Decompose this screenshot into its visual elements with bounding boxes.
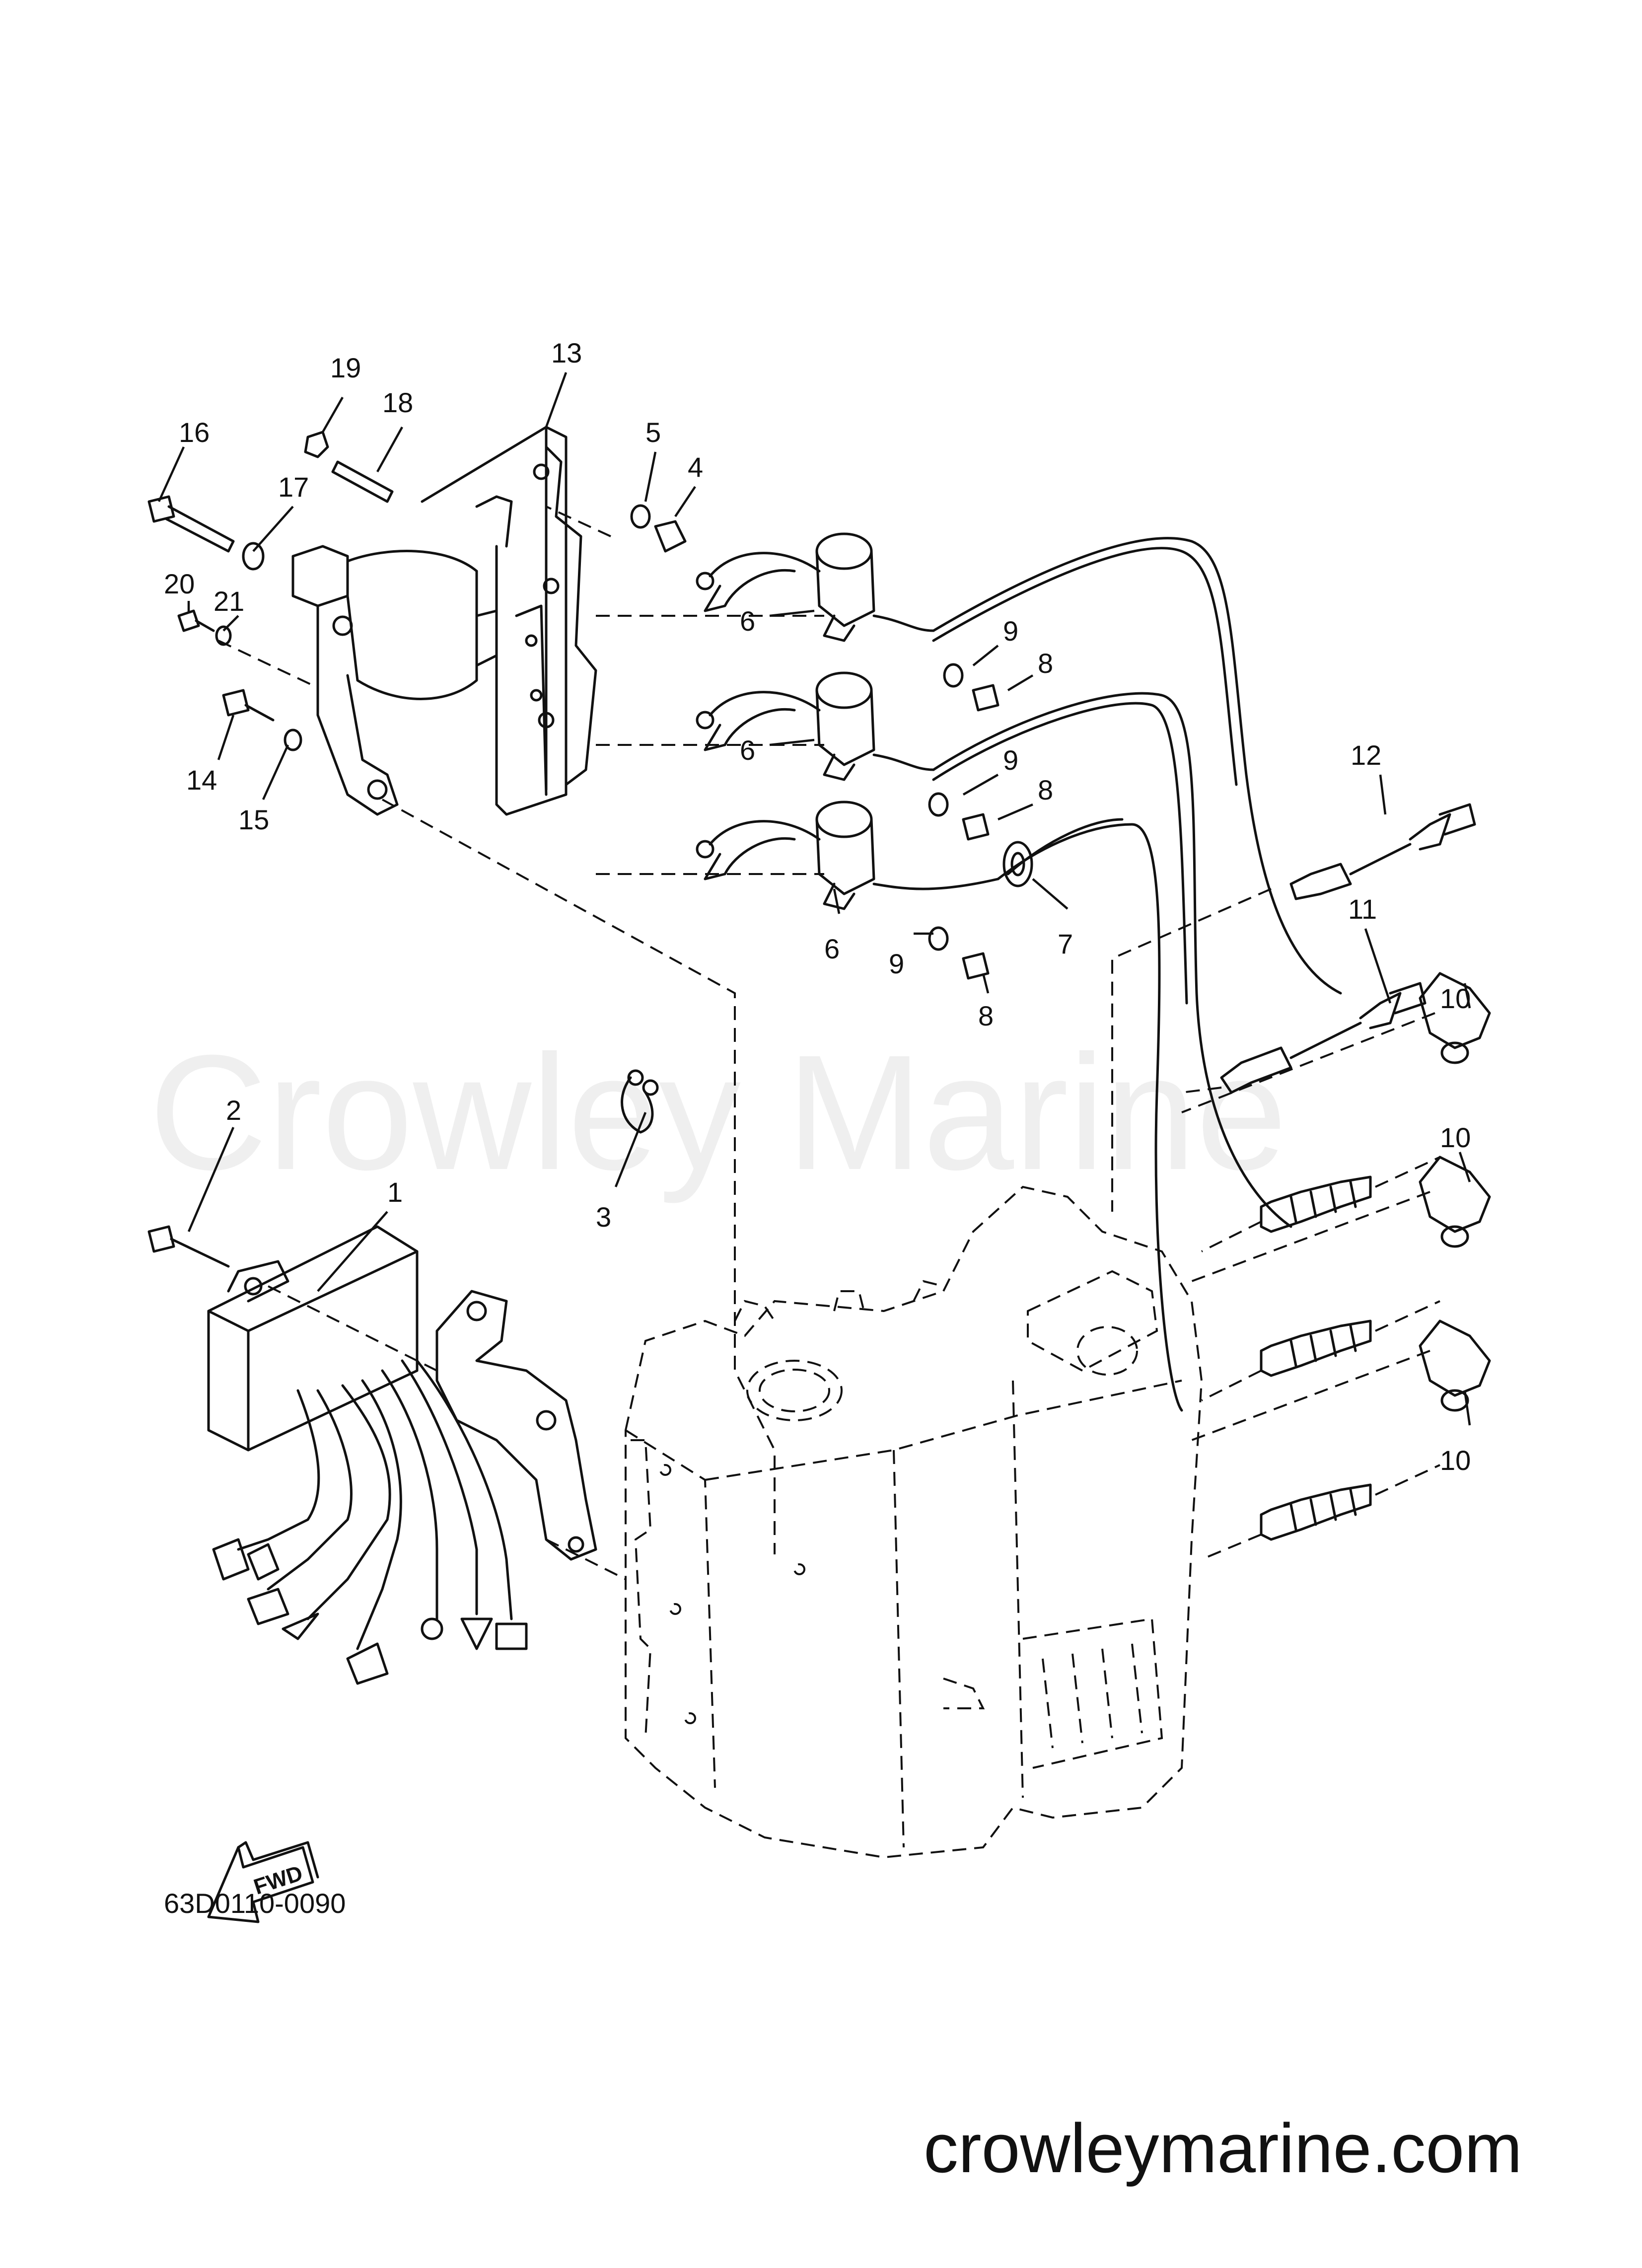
callout-9-lower: 9	[889, 948, 904, 979]
callout-10-lower: 10	[1440, 1445, 1471, 1476]
callout-17: 17	[278, 471, 309, 503]
fasteners	[147, 431, 999, 1268]
spark-plug-3	[1260, 1483, 1372, 1541]
callout-4: 4	[688, 451, 703, 483]
callout-5: 5	[645, 417, 661, 448]
callout-16: 16	[179, 417, 210, 448]
wiring-harness	[212, 1359, 528, 1685]
clip	[621, 1069, 659, 1134]
callout-8-upper: 8	[1038, 648, 1053, 679]
callout-6-lower: 6	[824, 933, 840, 964]
lead-assembly-12	[1289, 803, 1476, 900]
callout-21: 21	[214, 585, 244, 617]
callout-10-middle: 10	[1440, 1122, 1471, 1153]
callout-11: 11	[1348, 893, 1377, 925]
callout-10-upper: 10	[1440, 983, 1471, 1014]
callout-12: 12	[1351, 739, 1381, 771]
callout-13: 13	[551, 337, 582, 368]
callout-8-middle: 8	[1038, 774, 1053, 805]
high-tension-leads	[932, 537, 1342, 1412]
callout-9-upper: 9	[1003, 615, 1018, 647]
site-url: crowleymarine.com	[924, 2109, 1522, 2187]
callout-9-middle: 9	[1003, 744, 1018, 776]
callout-3: 3	[596, 1201, 611, 1233]
callout-14: 14	[186, 764, 217, 796]
plug-cap-2	[1419, 1156, 1491, 1248]
installation-lines	[218, 506, 1440, 1580]
watermark: Crowley Marine	[149, 1021, 1287, 1204]
ignition-coil-1	[696, 532, 935, 642]
engine-block	[625, 1185, 1203, 1859]
callout-18: 18	[382, 387, 413, 418]
diagram-code: 63D0110-0090	[164, 1888, 346, 1919]
callout-19: 19	[330, 352, 361, 383]
plug-cap-3	[1419, 1319, 1491, 1412]
plug-cap-1	[1419, 972, 1491, 1064]
ignition-control-unit	[207, 1225, 419, 1452]
part-callouts: 1 2 3 4 5 6 6 6 7 8 8 8 9 9 9 10 10 10 1…	[164, 337, 1471, 1476]
callout-20: 20	[164, 568, 195, 599]
callout-1: 1	[387, 1176, 403, 1208]
grommet	[1002, 841, 1033, 887]
mount-bracket	[291, 495, 513, 816]
callout-6-upper: 6	[740, 605, 755, 637]
leader-lines	[157, 372, 1471, 1426]
spark-plug-2	[1260, 1319, 1372, 1377]
lead-assembly-11	[1220, 982, 1427, 1094]
callout-8-lower: 8	[978, 1000, 994, 1031]
pulser-plate	[435, 1290, 597, 1561]
coil-bracket	[421, 426, 597, 816]
ignition-coil-3	[696, 801, 999, 910]
callout-2: 2	[226, 1095, 241, 1126]
spark-plug-1	[1260, 1175, 1372, 1233]
callout-6-middle: 6	[740, 734, 755, 766]
callout-7: 7	[1058, 928, 1073, 959]
ignition-coil-2	[696, 671, 935, 781]
callout-15: 15	[238, 804, 269, 835]
